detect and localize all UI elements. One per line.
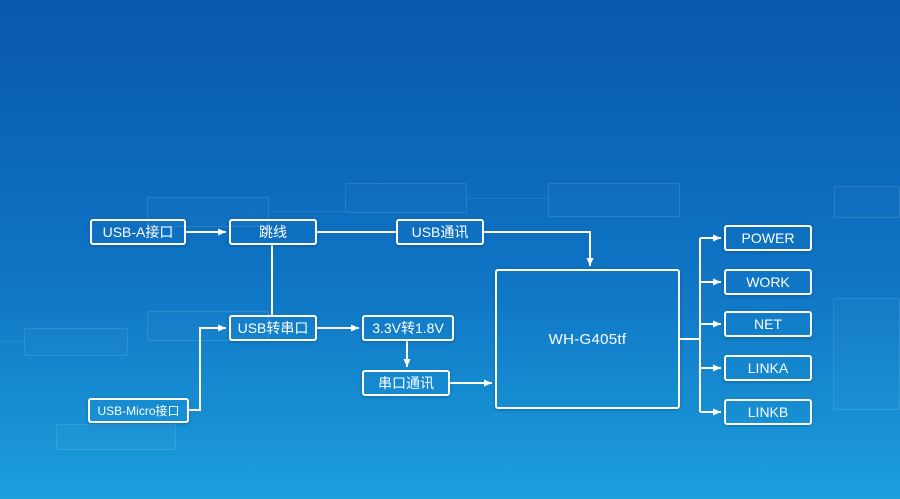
node-led-linkb: LINKB (724, 399, 812, 425)
node-jumper: 跳线 (229, 219, 317, 245)
node-led-work: WORK (724, 269, 812, 295)
ghost-box (24, 328, 128, 356)
ghost-line (0, 341, 24, 342)
node-usb-comm: USB通讯 (396, 219, 484, 245)
ghost-box (833, 298, 900, 410)
node-serial-comm: 串口通讯 (362, 370, 450, 396)
ghost-line (269, 211, 345, 212)
ghost-box (56, 424, 176, 450)
node-led-linka: LINKA (724, 355, 812, 381)
node-led-power: POWER (724, 225, 812, 251)
ghost-box (548, 183, 680, 217)
ghost-box (345, 183, 467, 213)
node-usb-a: USB-A接口 (90, 219, 186, 245)
node-usb-to-serial: USB转串口 (229, 315, 317, 341)
ghost-line (467, 198, 548, 199)
node-led-net: NET (724, 311, 812, 337)
ghost-box (834, 186, 900, 218)
node-usb-micro: USB-Micro接口 (88, 398, 189, 423)
node-module-wh-g405tf: WH-G405tf (495, 269, 680, 409)
node-voltage-converter: 3.3V转1.8V (362, 315, 454, 341)
ghost-box (147, 197, 269, 227)
